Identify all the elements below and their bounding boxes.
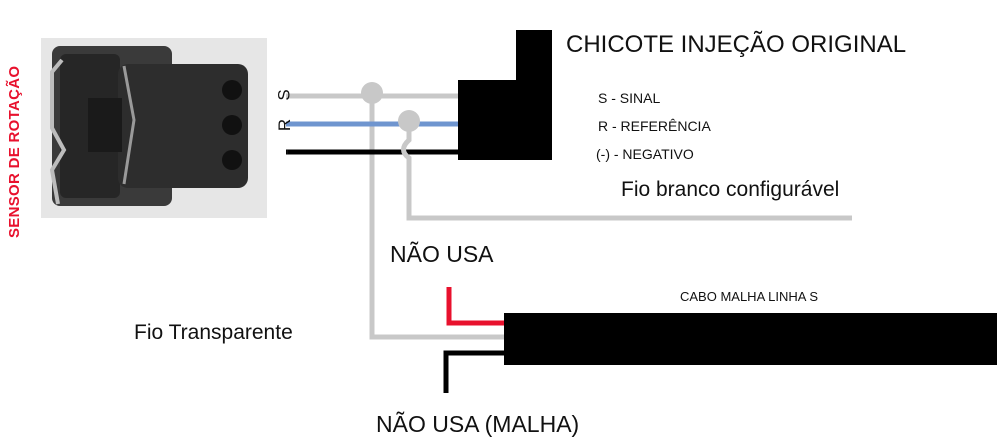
unused-shield-label: NÃO USA (MALHA) — [376, 411, 580, 437]
pin-r-label: R — [275, 118, 295, 132]
transparent-wire-label: Fio Transparente — [134, 321, 293, 344]
signal-wire — [286, 82, 504, 340]
legend-referencia: R - REFERÊNCIA — [598, 118, 711, 134]
harness-title: CHICOTE INJEÇÃO ORIGINAL — [566, 31, 907, 58]
sensor-connector-image — [41, 38, 267, 218]
shield-cable-label: CABO MALHA LINHA S — [680, 289, 818, 304]
pin-s-label: S — [274, 89, 294, 101]
white-configurable-wire — [398, 110, 852, 221]
pin-negative-label: - — [276, 149, 296, 155]
harness-connector-top — [516, 30, 552, 90]
red-unused-wire — [446, 287, 504, 326]
legend-sinal: S - SINAL — [598, 90, 661, 106]
unused-label: NÃO USA — [390, 241, 494, 267]
legend-negativo: (-) - NEGATIVO — [596, 146, 694, 162]
sensor-label: SENSOR DE ROTAÇÃO — [6, 65, 23, 238]
harness-connector-body — [458, 80, 552, 160]
shield-wire — [443, 350, 504, 393]
white-wire-label: Fio branco configurável — [621, 178, 840, 201]
shielded-cable — [504, 313, 997, 365]
